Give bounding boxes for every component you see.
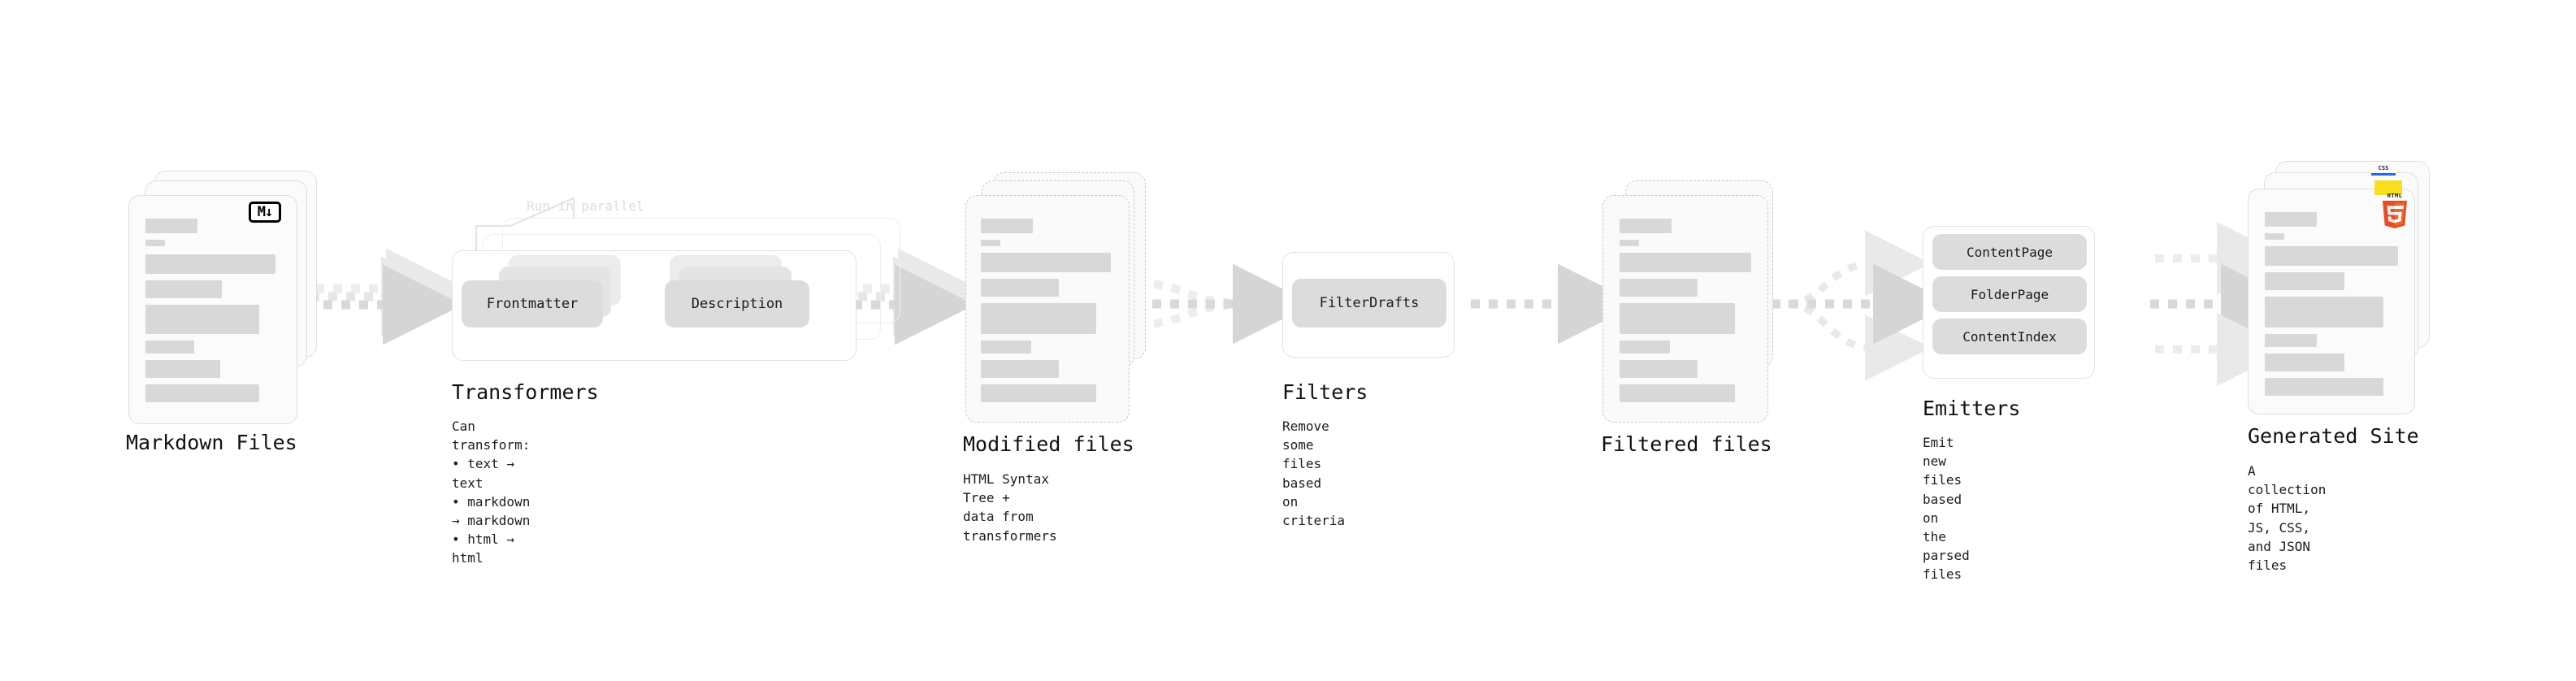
stage-title-emitters: Emitters bbox=[1923, 397, 2021, 420]
skeleton-bar bbox=[2265, 272, 2344, 290]
run-in-parallel-label: Run in parallel bbox=[527, 198, 644, 214]
skeleton-bar bbox=[981, 303, 1096, 334]
html5-shield-icon bbox=[2382, 201, 2408, 228]
stage-desc-generated-site: A collection of HTML, JS, CSS, and JSON … bbox=[2248, 463, 2327, 573]
stage-title-generated-site: Generated Site bbox=[2248, 424, 2419, 448]
skeleton-bar bbox=[2265, 212, 2317, 227]
skeleton-bar bbox=[981, 340, 1031, 354]
skeleton-bar bbox=[981, 279, 1059, 297]
html5-label: HTML bbox=[2387, 193, 2403, 199]
skeleton-bar bbox=[2265, 233, 2284, 240]
filtered-card-content bbox=[1603, 196, 1767, 422]
emitter-chip-contentpage[interactable]: ContentPage bbox=[1932, 234, 2087, 270]
stage-desc-transformers: Can transform: • text → text • markdown … bbox=[452, 419, 531, 566]
js-badge bbox=[2374, 180, 2402, 195]
skeleton-bar bbox=[1620, 253, 1751, 272]
skeleton-bar bbox=[1620, 219, 1672, 233]
skeleton-bar bbox=[145, 219, 197, 233]
emitter-chip-folderpage[interactable]: FolderPage bbox=[1932, 276, 2087, 312]
transformer-chip-description[interactable]: Description bbox=[665, 280, 809, 327]
skeleton-bar bbox=[145, 240, 165, 246]
skeleton-bar bbox=[145, 340, 194, 354]
skeleton-bar bbox=[2265, 246, 2398, 266]
stage-desc-modified-files: HTML Syntax Tree + data from transformer… bbox=[963, 471, 1057, 544]
filtered-card-front bbox=[1602, 195, 1768, 423]
stage-title-transformers: Transformers bbox=[452, 380, 599, 404]
skeleton-bar bbox=[1620, 340, 1670, 354]
skeleton-bar bbox=[981, 360, 1059, 378]
skeleton-bar bbox=[145, 384, 259, 402]
skeleton-bar bbox=[1620, 384, 1735, 402]
skeleton-bar bbox=[145, 360, 220, 378]
skeleton-bar bbox=[1620, 279, 1698, 297]
skeleton-bar bbox=[981, 240, 1000, 246]
markdown-card-content bbox=[129, 196, 297, 423]
skeleton-bar bbox=[145, 280, 222, 298]
stage-title-filters: Filters bbox=[1282, 380, 1368, 404]
skeleton-bar bbox=[1620, 360, 1698, 378]
modified-card-content bbox=[966, 196, 1129, 422]
skeleton-bar bbox=[981, 253, 1111, 272]
skeleton-bar bbox=[981, 219, 1033, 233]
generated-card-content bbox=[2249, 189, 2414, 414]
stage-title-filtered-files: Filtered files bbox=[1601, 432, 1772, 456]
css-badge: CSS bbox=[2371, 166, 2396, 176]
skeleton-bar bbox=[1620, 303, 1735, 334]
skeleton-bar bbox=[145, 254, 275, 274]
skeleton-bar bbox=[2265, 354, 2344, 371]
emitter-chip-contentindex[interactable]: ContentIndex bbox=[1932, 319, 2087, 354]
stage-desc-filters: Remove some files based on criteria bbox=[1282, 419, 1346, 528]
filter-chip-filterdrafts[interactable]: FilterDrafts bbox=[1292, 279, 1446, 327]
modified-card-front bbox=[965, 195, 1130, 423]
stage-title-markdown-files: Markdown Files bbox=[126, 431, 297, 454]
markdown-card-front bbox=[128, 195, 297, 424]
skeleton-bar bbox=[2265, 334, 2317, 347]
skeleton-bar bbox=[981, 384, 1096, 402]
stage-desc-emitters: Emit new files based on the parsed files bbox=[1923, 435, 1970, 583]
skeleton-bar bbox=[2265, 297, 2383, 327]
skeleton-bar bbox=[145, 305, 259, 334]
transformer-chip-frontmatter[interactable]: Frontmatter bbox=[462, 280, 603, 327]
markdown-badge: M↓ bbox=[249, 202, 281, 223]
skeleton-bar bbox=[1620, 240, 1639, 246]
stage-title-modified-files: Modified files bbox=[963, 432, 1134, 456]
html5-badge: HTML bbox=[2379, 193, 2410, 229]
skeleton-bar bbox=[2265, 378, 2383, 396]
